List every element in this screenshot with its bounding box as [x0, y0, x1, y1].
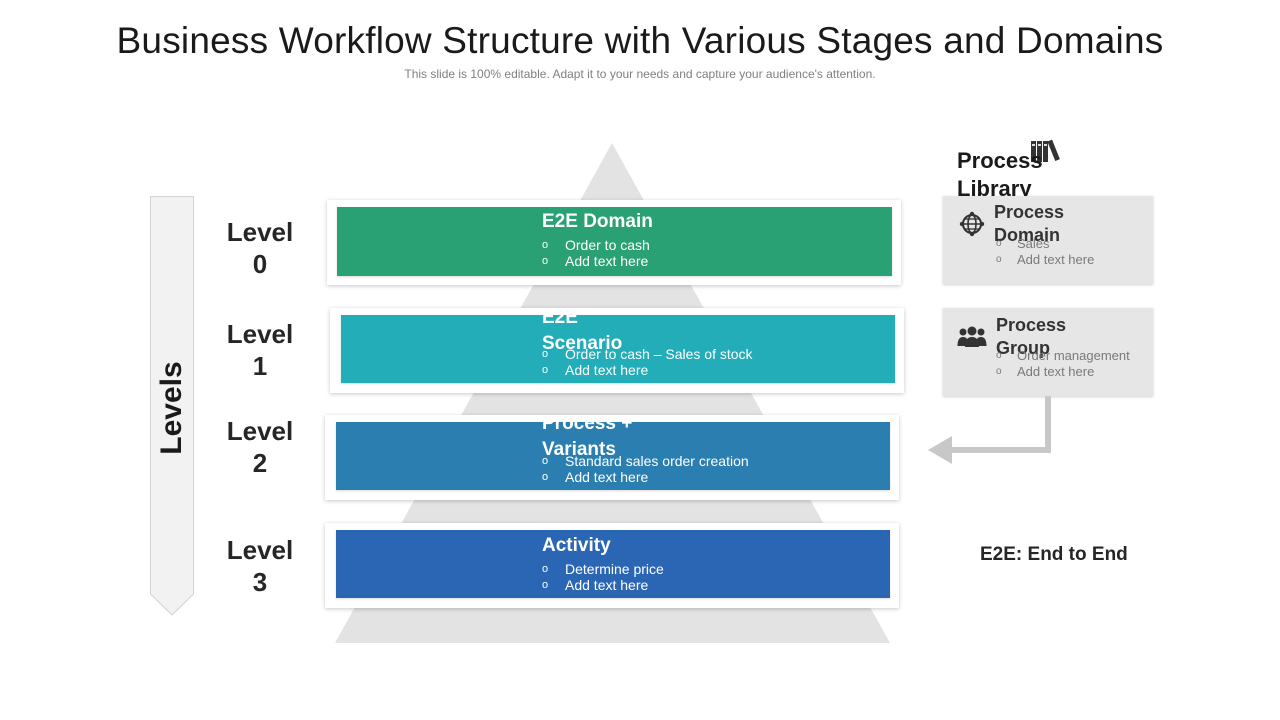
list-item: Standard sales order creation — [542, 453, 872, 469]
list-item: Add text here — [996, 364, 1146, 380]
row-list-0: Order to cash Add text here — [542, 237, 872, 269]
list-item: Sales — [996, 236, 1146, 252]
list-item: Order to cash — [542, 237, 872, 253]
list-item: Add text here — [542, 253, 872, 269]
pyramid-triangle — [335, 143, 890, 643]
level-label-3: Level 3 — [226, 535, 294, 597]
footnote: E2E: End to End — [980, 544, 1128, 565]
list-item: Add text here — [996, 252, 1146, 268]
books-icon — [1031, 139, 1060, 162]
row-list-2: Standard sales order creation Add text h… — [542, 453, 872, 485]
page-title: Business Workflow Structure with Various… — [116, 20, 1164, 61]
list-item: Order management — [996, 348, 1146, 364]
level-label-0: Level 0 — [226, 217, 294, 279]
globe-network-icon — [959, 211, 985, 237]
connector-arrow — [928, 396, 1051, 464]
users-group-icon — [957, 326, 987, 347]
list-item: Add text here — [542, 362, 872, 378]
row-list-1: Order to cash – Sales of stock Add text … — [542, 346, 872, 378]
row-list-3: Determine price Add text here — [542, 561, 872, 593]
list-item: Add text here — [542, 577, 872, 593]
list-item: Determine price — [542, 561, 872, 577]
process-group-list: Order management Add text here — [996, 348, 1146, 380]
row-heading-3: Activity — [542, 535, 611, 556]
row-heading-0: E2E Domain — [542, 211, 653, 232]
levels-label: Levels — [155, 361, 188, 455]
level-label-2: Level 2 — [226, 416, 294, 478]
library-title: Process Library — [957, 148, 1043, 201]
level-label-1: Level 1 — [226, 319, 294, 381]
page-subtitle: This slide is 100% editable. Adapt it to… — [404, 67, 876, 81]
list-item: Order to cash – Sales of stock — [542, 346, 872, 362]
process-domain-list: Sales Add text here — [996, 236, 1146, 268]
list-item: Add text here — [542, 469, 872, 485]
levels-arrow — [150, 196, 194, 616]
